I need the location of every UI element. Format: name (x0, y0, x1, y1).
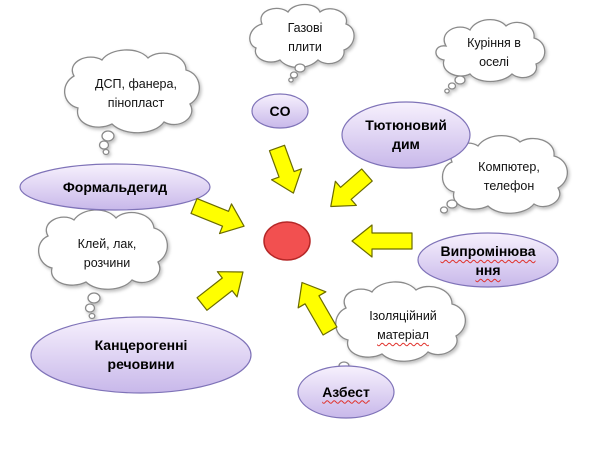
cloud-computer-text: Компютер, телефон (454, 150, 564, 204)
cloud-computer-line1: Компютер, (478, 159, 540, 174)
label-tobacco: Тютюновий дим (352, 110, 460, 160)
arrow-from-co (268, 144, 303, 194)
arrow-from-tobacco (330, 168, 373, 208)
cloud-gas-stoves (249, 3, 355, 83)
label-formaldehyde: Формальдегид (30, 174, 200, 200)
label-co: CO (252, 97, 308, 125)
arrow-from-radiation (351, 224, 413, 258)
arrow-from-formaldehyde (190, 197, 245, 235)
cloud-smoking-line1: Куріння в (467, 35, 521, 50)
center-circle (263, 221, 311, 261)
label-carcinogens-line2: речовини (107, 356, 175, 372)
cloud-computer-line2: телефон (483, 179, 535, 193)
label-radiation: Випромінюва ння (428, 240, 548, 282)
cloud-smoking-text: Куріння в оселі (446, 30, 542, 76)
label-asbestos-text: Азбест (322, 383, 370, 400)
label-carcinogens: Канцерогенні речовини (58, 332, 224, 378)
cloud-dsp-line2: пінопласт (107, 96, 165, 110)
node-radiation (417, 232, 559, 288)
label-tobacco-line2: дим (392, 136, 420, 152)
cloud-smoking-at-home (435, 19, 546, 94)
cloud-gas-line2: плити (288, 40, 322, 54)
cloud-computer-phone (439, 135, 568, 214)
label-tobacco-line1: Тютюновий (365, 117, 447, 134)
cloud-dsp-line1: ДСП, фанера, (95, 76, 177, 91)
label-formaldehyde-text: Формальдегид (62, 178, 168, 195)
cloud-insulation-line1: Ізоляційний (369, 308, 437, 323)
arrow-from-carcinogens (196, 271, 244, 311)
label-radiation-line1: Випромінюва (440, 243, 536, 260)
cloud-dsp-plywood (64, 49, 200, 156)
node-asbestos (297, 365, 395, 419)
cloud-insulation-text: Ізоляційний матеріал (348, 298, 458, 354)
cloud-glue-lacquer (38, 209, 168, 320)
node-formaldehyde (19, 163, 211, 211)
label-asbestos: Азбест (306, 380, 386, 404)
cloud-gas-line1: Газові (287, 20, 323, 35)
cloud-dsp-text: ДСП, фанера, пінопласт (76, 66, 196, 122)
label-carcinogens-line1: Канцерогенні (94, 337, 188, 354)
cloud-insulation-line2: матеріал (377, 328, 429, 342)
node-carcinogens (30, 316, 252, 394)
cloud-gas-text: Газові плити (258, 14, 352, 62)
cloud-glue-line1: Клей, лак, (77, 236, 137, 251)
cloud-glue-text: Клей, лак, розчини (52, 226, 162, 282)
label-radiation-line2: ння (475, 262, 501, 278)
node-tobacco-smoke (341, 101, 471, 169)
arrow-from-asbestos (297, 281, 338, 336)
node-co (251, 93, 309, 129)
cloud-glue-line2: розчини (83, 256, 131, 270)
cloud-smoking-line2: оселі (479, 55, 509, 69)
label-co-text: CO (269, 102, 291, 119)
